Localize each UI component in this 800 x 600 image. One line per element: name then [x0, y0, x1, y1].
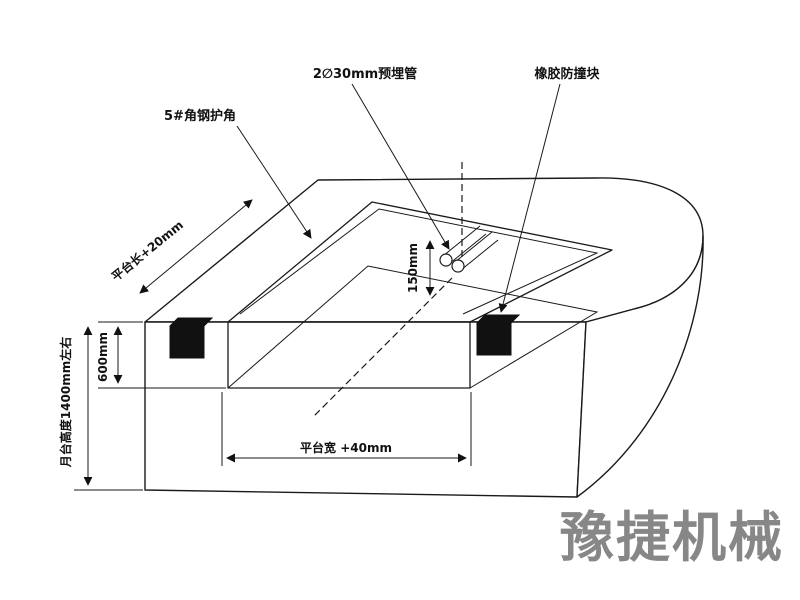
dim-600-extension-lines: [98, 321, 226, 389]
pit-front-wall-notch: [227, 322, 471, 389]
label-rubber-bumper: 橡胶防撞块: [534, 66, 600, 82]
slab: [144, 177, 704, 498]
dim-width-extension-lines: [221, 392, 472, 466]
leaders: [236, 83, 561, 313]
label-dock-height-1400: 月台高度1400mm左右: [58, 337, 73, 468]
right-bumper-block: [476, 314, 521, 356]
label-embedded-pipes: 2∅30mm预埋管: [313, 66, 417, 82]
embedded-pipe-1: [439, 253, 453, 267]
pit: [227, 201, 613, 389]
slab-top-face: [144, 177, 704, 323]
label-platform-width: 平台宽 +40mm: [300, 440, 392, 455]
centerline: [311, 162, 463, 419]
embedded-pipes: [439, 225, 499, 273]
leader-embedded-pipes: [351, 83, 450, 250]
dim-platform-length-arrow: [139, 199, 253, 294]
pit-rim-inner-angle-steel: [239, 208, 599, 315]
leader-rubber-bumper: [498, 83, 561, 313]
dimensions: [74, 199, 472, 491]
pipe-body-lines: [442, 225, 499, 271]
embedded-pipe-2: [451, 259, 465, 273]
slab-right-end-face: [576, 235, 704, 498]
leader-angle-steel: [236, 125, 312, 239]
watermark-text: 豫捷机械: [560, 506, 784, 569]
pit-rim-outer: [227, 201, 613, 323]
left-bumper-block: [169, 317, 214, 359]
bumpers: [169, 314, 521, 359]
label-pit-depth-600: 600mm: [96, 332, 110, 382]
label-platform-length: 平台长+20mm: [108, 217, 186, 284]
pit-floor-edges: [227, 265, 599, 389]
label-pipe-height-150: 150mm: [406, 243, 420, 293]
slab-front-face: [144, 321, 587, 498]
label-angle-steel: 5#角钢护角: [164, 108, 236, 124]
